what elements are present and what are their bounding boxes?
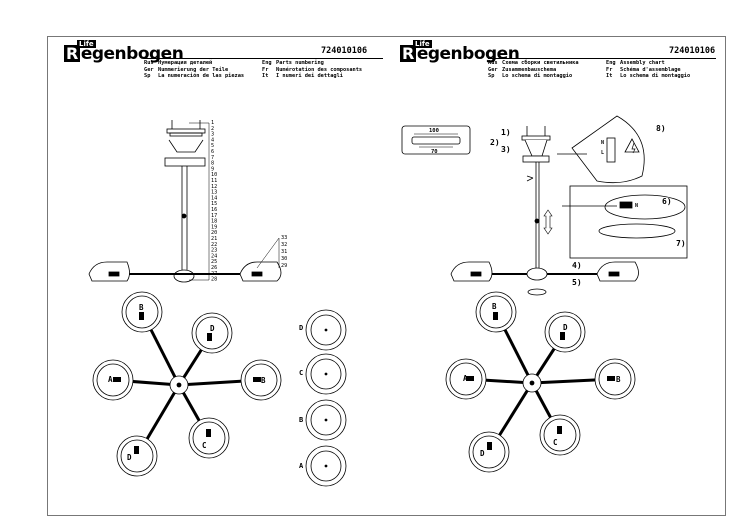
- svg-text:1: 1: [211, 120, 214, 126]
- svg-text:D: D: [299, 324, 303, 332]
- svg-text:D: D: [480, 449, 485, 458]
- svg-text:23: 23: [211, 248, 217, 254]
- svg-text:B: B: [139, 303, 144, 312]
- svg-text:A: A: [299, 462, 304, 470]
- svg-text:6: 6: [211, 149, 214, 155]
- svg-text:L: L: [601, 150, 604, 156]
- svg-text:5: 5: [211, 143, 214, 149]
- svg-text:33: 33: [281, 235, 287, 241]
- svg-text:8): 8): [656, 124, 666, 133]
- svg-text:N: N: [635, 203, 638, 209]
- svg-text:2: 2: [211, 126, 214, 132]
- svg-text:11: 11: [211, 178, 217, 184]
- svg-text:17: 17: [211, 213, 217, 219]
- brand-initial: R: [64, 44, 80, 63]
- svg-text:15: 15: [211, 201, 217, 207]
- svg-text:4: 4: [211, 137, 214, 143]
- document-sheet: [47, 36, 726, 516]
- svg-text:31: 31: [281, 249, 287, 255]
- svg-text:B: B: [616, 375, 621, 384]
- svg-text:26: 26: [211, 265, 217, 271]
- svg-text:9: 9: [211, 166, 214, 172]
- assembly-diagram: 100 70 N L: [401, 115, 688, 473]
- svg-text:25: 25: [211, 259, 217, 265]
- svg-text:C: C: [299, 369, 303, 377]
- svg-text:1): 1): [501, 128, 511, 137]
- svg-text:18: 18: [211, 219, 217, 225]
- svg-text:N: N: [601, 140, 604, 146]
- svg-text:100: 100: [429, 128, 439, 134]
- article-code: 724010106: [669, 46, 716, 56]
- svg-text:29: 29: [281, 263, 287, 269]
- svg-text:B: B: [299, 416, 303, 424]
- svg-text:10: 10: [211, 172, 217, 178]
- svg-text:27: 27: [211, 271, 217, 277]
- svg-text:D: D: [127, 453, 132, 462]
- svg-text:30: 30: [281, 256, 287, 262]
- svg-text:20: 20: [211, 230, 217, 236]
- svg-text:3: 3: [211, 132, 214, 138]
- svg-text:8: 8: [211, 161, 214, 167]
- header-rule: [144, 58, 383, 59]
- svg-text:24: 24: [211, 253, 217, 259]
- brand-sup: Life: [413, 40, 432, 48]
- bracket-dimensions: 100 70: [429, 128, 439, 155]
- parts-diagram: 1 2 3 4 5 6 7 8 9 10 11 12 13 14 15 16 1…: [88, 120, 347, 487]
- svg-text:22: 22: [211, 242, 217, 248]
- svg-text:13: 13: [211, 190, 217, 196]
- svg-text:32: 32: [281, 242, 287, 248]
- brand-initial: R: [400, 44, 416, 63]
- svg-text:C: C: [202, 441, 207, 450]
- svg-text:7: 7: [211, 155, 214, 161]
- svg-text:6): 6): [662, 197, 672, 206]
- svg-text:3): 3): [501, 145, 511, 154]
- svg-text:D: D: [563, 323, 568, 332]
- svg-text:19: 19: [211, 224, 217, 230]
- article-code: 724010106: [321, 46, 368, 56]
- svg-text:C: C: [553, 438, 558, 447]
- connector-label: N: [635, 203, 638, 209]
- socket-labels: B D A B D C: [108, 303, 266, 462]
- svg-text:7): 7): [676, 239, 686, 248]
- svg-text:D: D: [210, 324, 215, 333]
- socket-labels: B D A B D C: [463, 302, 621, 458]
- svg-text:B: B: [261, 376, 266, 385]
- brand-sup: Life: [77, 40, 96, 48]
- svg-text:21: 21: [211, 236, 217, 242]
- svg-text:B: B: [492, 302, 497, 311]
- svg-text:5): 5): [572, 278, 582, 287]
- svg-text:4): 4): [572, 261, 582, 270]
- svg-text:14: 14: [211, 195, 217, 201]
- svg-text:2): 2): [490, 138, 500, 147]
- svg-text:A: A: [108, 375, 113, 384]
- svg-text:A: A: [463, 374, 468, 383]
- svg-text:12: 12: [211, 184, 217, 190]
- svg-text:70: 70: [431, 149, 438, 155]
- assembly-step-labels: 1) 2) 3) 4) 5) 6) 7) 8): [490, 124, 686, 287]
- wire-labels: N L: [601, 140, 604, 156]
- header-rule: [488, 58, 716, 59]
- svg-text:16: 16: [211, 207, 217, 213]
- shade-labels: D C B A: [299, 324, 304, 470]
- part-number-labels: 1 2 3 4 5 6 7 8 9 10 11 12 13 14 15 16 1…: [211, 120, 287, 283]
- svg-text:28: 28: [211, 277, 217, 283]
